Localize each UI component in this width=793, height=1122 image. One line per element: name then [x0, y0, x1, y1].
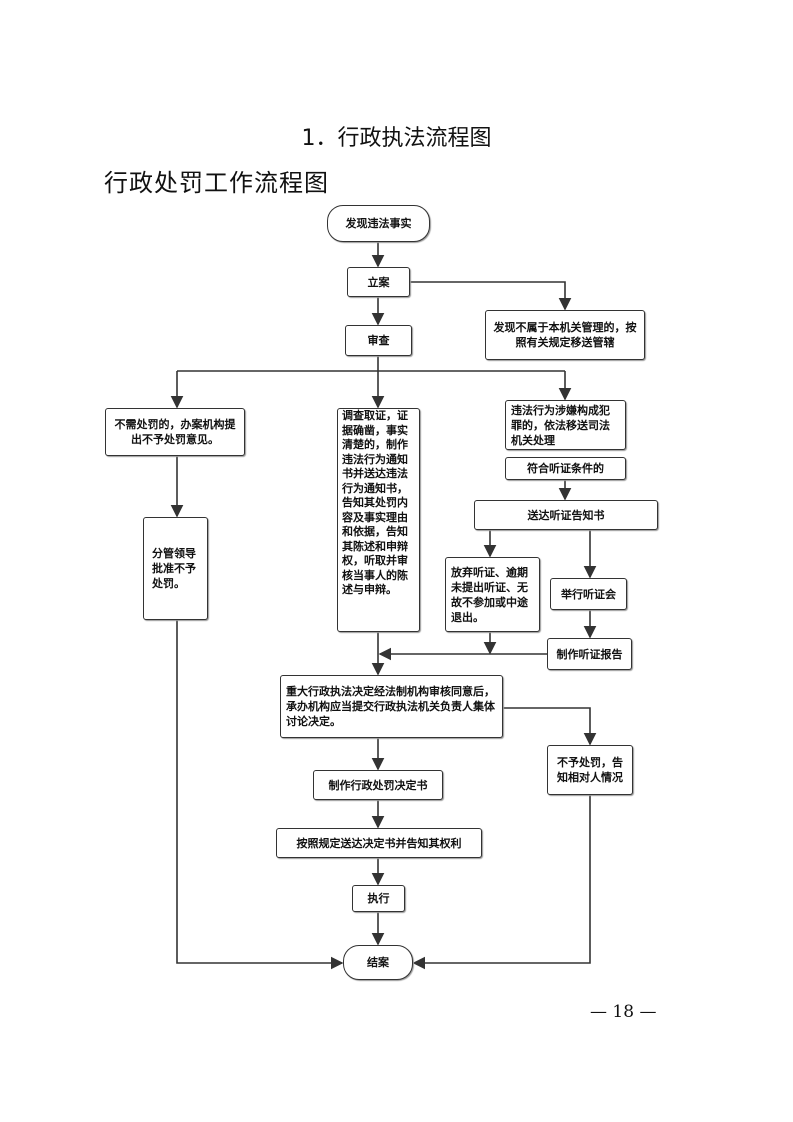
node-no-penalty-notify: 不予处罚，告知相对人情况 [547, 745, 633, 795]
arrow [412, 795, 591, 970]
node-hearing-notice: 送达听证告知书 [474, 500, 658, 530]
node-transfer: 发现不属于本机关管理的，按照有关规定移送管辖 [485, 310, 645, 360]
node-investigate: 调查取证，证据确凿，事实清楚的，制作违法行为通知书并送达违法行为通知书，告知其处… [337, 408, 420, 632]
arrow [410, 281, 572, 311]
node-waive-hearing: 放弃听证、逾期未提出听证、无故不参加或中途退出。 [445, 557, 540, 632]
node-major-decision: 重大行政执法决定经法制机构审核同意后，承办机构应当提交行政执法机关负责人集体讨论… [280, 675, 503, 738]
node-execute: 执行 [352, 885, 405, 912]
node-hearing-condition: 符合听证条件的 [505, 457, 626, 480]
node-hearing-report: 制作听证报告 [547, 638, 632, 670]
node-no-penalty-opinion: 不需处罚的，办案机构提出不予处罚意见。 [105, 408, 245, 456]
node-hold-hearing: 举行听证会 [550, 578, 627, 610]
arrow [176, 620, 344, 970]
node-discover: 发现违法事实 [327, 205, 430, 242]
node-make-decision: 制作行政处罚决定书 [313, 770, 443, 800]
page-title: 1．行政执法流程图 [301, 126, 492, 151]
page-number: — 18 — [590, 1002, 657, 1022]
flowchart-title: 行政处罚工作流程图 [104, 169, 329, 197]
node-review: 审查 [345, 325, 412, 356]
node-leader-approve: 分管领导批准不予处罚。 [143, 517, 208, 620]
node-deliver-decision: 按照规定送达决定书并告知其权利 [276, 828, 482, 858]
node-file-case: 立案 [347, 267, 410, 297]
node-close-case: 结案 [343, 945, 413, 980]
node-criminal: 违法行为涉嫌构成犯罪的，依法移送司法机关处理 [505, 400, 626, 450]
arrow [503, 707, 597, 746]
